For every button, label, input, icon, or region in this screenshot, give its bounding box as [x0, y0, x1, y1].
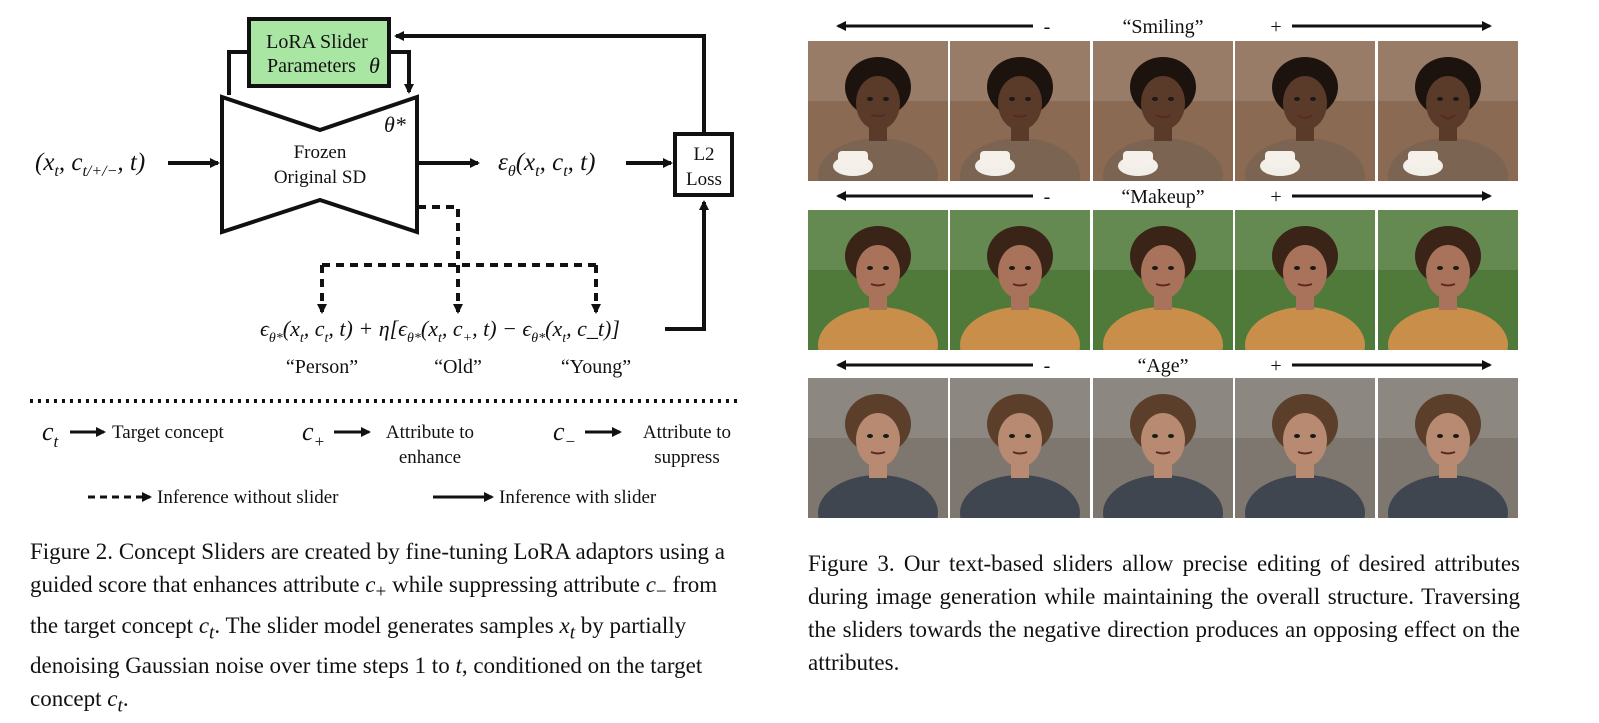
- portrait-age-3: [1093, 378, 1233, 518]
- theta-star: θ*: [384, 112, 406, 137]
- portrait-age-1: [808, 378, 948, 518]
- portrait-smiling-3: [1093, 41, 1233, 181]
- feedback-arrow: [394, 31, 706, 134]
- portrait-smiling-1: [808, 41, 948, 181]
- portrait-makeup-2: [950, 210, 1090, 350]
- slider-minus: -: [1044, 16, 1051, 38]
- legend-cminus-line2: suppress: [654, 447, 719, 468]
- equation-to-loss-arrow: [665, 200, 709, 331]
- fig3-caption-text: Our text-based sliders allow precise edi…: [808, 551, 1520, 675]
- legend-ct-text: Target concept: [112, 422, 224, 443]
- slider-minus: -: [1044, 355, 1051, 377]
- legend-cplus-line1: Attribute to: [386, 422, 474, 443]
- slider-row-makeup: - “Makeup” +: [836, 186, 1492, 208]
- legend-solid-text: Inference with slider: [499, 487, 657, 508]
- legend-cplus-symbol: c+: [302, 417, 325, 451]
- legend-cminus-symbol: c−: [553, 417, 576, 451]
- lora-theta: θ: [369, 53, 380, 78]
- lora-box-line1: LoRA Slider: [266, 31, 368, 53]
- slider-row-smiling: - “Smiling” +: [836, 16, 1492, 38]
- fig2-caption-label: Figure 2.: [30, 539, 114, 564]
- l2-loss-box: [673, 132, 734, 197]
- loss-line1: L2: [693, 144, 714, 165]
- portrait-age-5: [1378, 378, 1518, 518]
- portrait-makeup-3: [1093, 210, 1233, 350]
- fig2-caption-p2: while suppressing attribute: [392, 572, 640, 597]
- slider-label-makeup: “Makeup”: [1121, 186, 1204, 208]
- dashed-branch: [418, 205, 460, 265]
- input-label: (xt, ct/+/−, t): [35, 149, 145, 180]
- fig2-caption-p5: by partially denoising Gaussian noise ov…: [30, 612, 687, 679]
- fig2-caption-p7: .: [122, 686, 129, 712]
- output-eps: ε: [498, 149, 508, 176]
- lora-box-line2: Parameters: [267, 55, 356, 77]
- output-label: εθ(xt, ct, t): [498, 149, 595, 180]
- portrait-smiling-4: [1235, 41, 1375, 181]
- slider-label-smiling: “Smiling”: [1122, 16, 1203, 38]
- lora-right-link: [389, 50, 414, 94]
- slider-row-age: - “Age” +: [836, 355, 1492, 377]
- fig2-caption-p6: , conditioned on the target concept: [30, 653, 703, 712]
- figure2-caption: Figure 2. Concept Sliders are created by…: [30, 539, 725, 717]
- slider-plus: +: [1270, 16, 1281, 38]
- fig2-caption-p3: from the target concept: [30, 572, 718, 638]
- lora-left-link: [227, 50, 249, 95]
- fig2-caption-p1: Concept Sliders are created by fine-tuni…: [30, 539, 725, 597]
- legend-cminus-line1: Attribute to: [643, 422, 731, 443]
- slider-minus: -: [1044, 186, 1051, 208]
- portrait-age-4: [1235, 378, 1375, 518]
- slider-plus: +: [1270, 355, 1281, 377]
- input-paren: (x: [35, 149, 54, 176]
- guided-score-equation: ϵθ*(xt, ct, t) + η[ϵθ*(xt, c+, t) − ϵθ*(…: [260, 316, 620, 346]
- portrait-makeup-1: [808, 210, 948, 350]
- portrait-smiling-5: [1378, 41, 1518, 181]
- portrait-makeup-5: [1378, 210, 1518, 350]
- term-old: “Old”: [434, 356, 482, 378]
- fig3-caption-label: Figure 3.: [808, 551, 895, 576]
- term-young: “Young”: [561, 356, 631, 378]
- legend-ct-symbol: ct: [42, 417, 60, 451]
- term-person: “Person”: [286, 356, 358, 378]
- frozen-line2: Original SD: [274, 167, 366, 188]
- portrait-smiling-2: [950, 41, 1090, 181]
- fig2-caption-p4: . The slider model generates samples: [214, 612, 554, 638]
- input-sub: t: [54, 163, 59, 180]
- legend-dashed-text: Inference without slider: [157, 487, 339, 508]
- legend-cplus-line2: enhance: [399, 447, 461, 468]
- frozen-line1: Frozen: [294, 142, 347, 163]
- portrait-makeup-4: [1235, 210, 1375, 350]
- portrait-age-2: [950, 378, 1090, 518]
- frozen-sd-block: [220, 94, 419, 235]
- figure3-caption: Figure 3. Our text-based sliders allow p…: [808, 547, 1520, 679]
- loss-line2: Loss: [686, 169, 722, 190]
- slider-label-age: “Age”: [1137, 355, 1188, 377]
- slider-plus: +: [1270, 186, 1281, 208]
